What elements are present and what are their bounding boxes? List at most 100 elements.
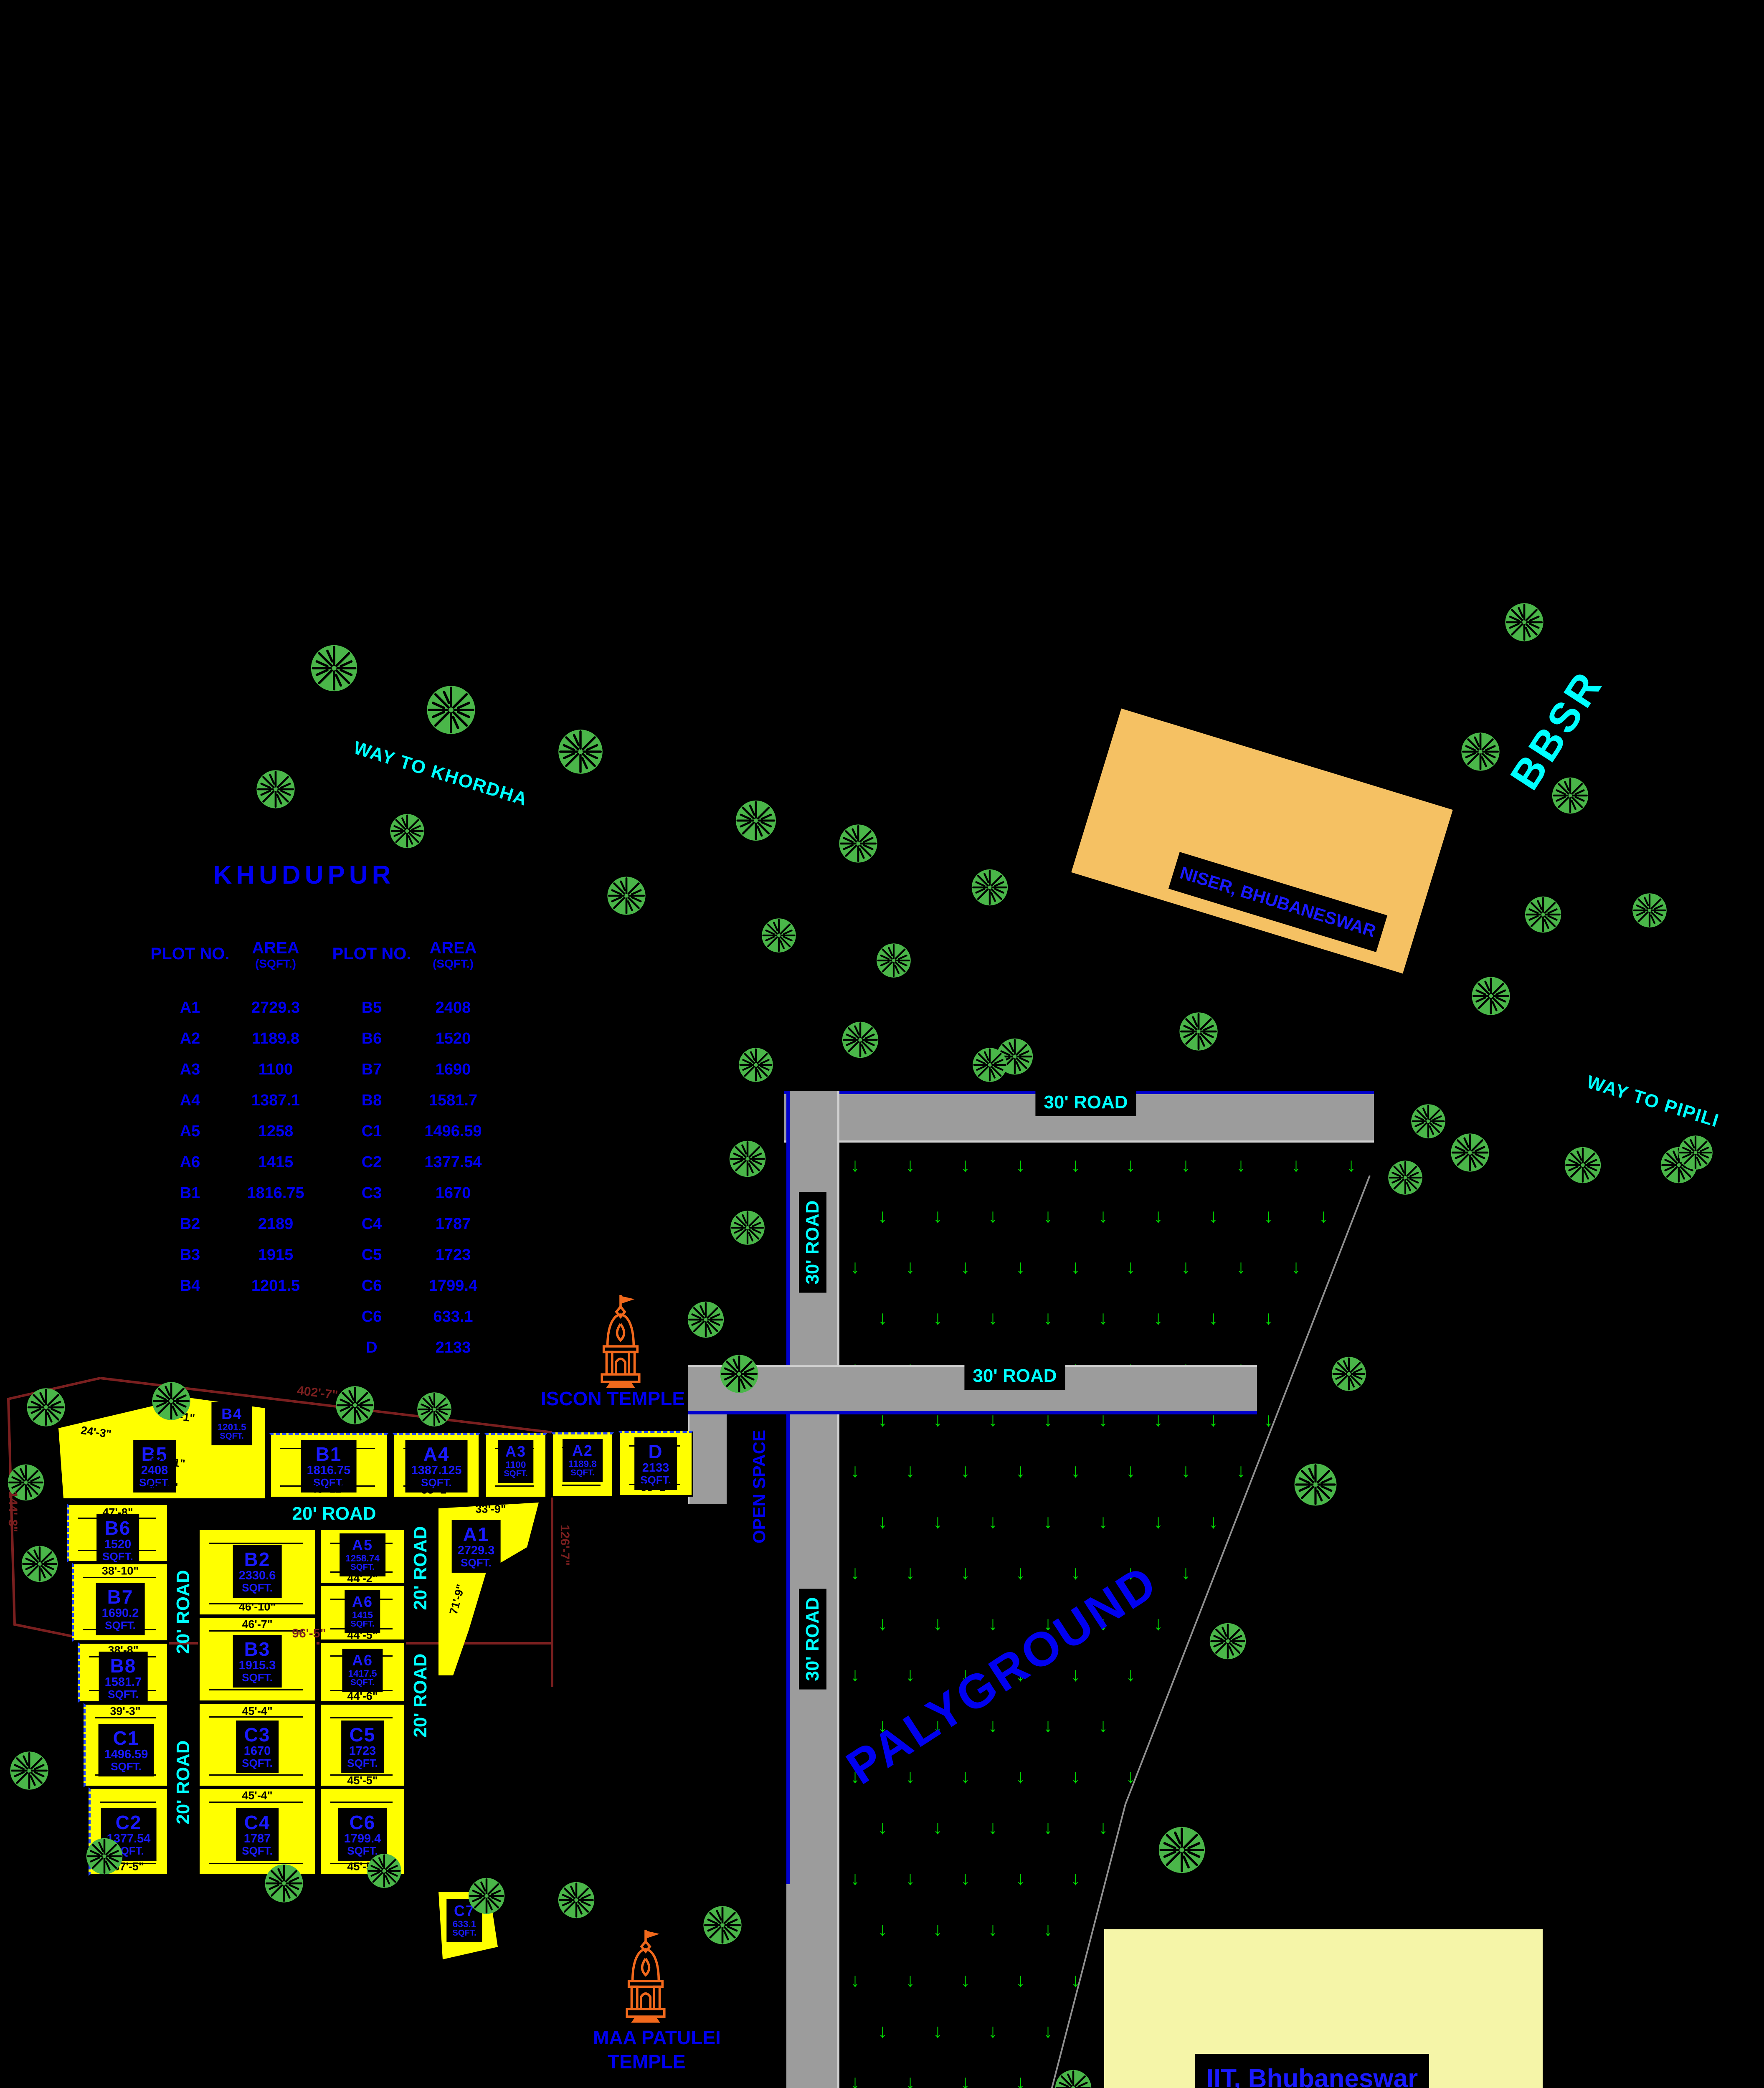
grass-mark: ↓ <box>1264 1307 1273 1328</box>
plot-area-value: 1100 <box>505 1459 526 1470</box>
plot-area-unit: SQFT. <box>350 1678 375 1688</box>
dimension-line <box>562 1485 601 1486</box>
plot-D <box>618 1431 693 1497</box>
grass-mark: ↓ <box>961 1969 970 1991</box>
grass-mark: ↓ <box>1071 1561 1080 1583</box>
plot-id: A6 <box>352 1594 373 1610</box>
grass-mark: ↓ <box>905 1663 915 1685</box>
grass-mark: ↓ <box>1043 1714 1053 1736</box>
grass-mark: ↓ <box>1291 1256 1301 1277</box>
grass-mark: ↓ <box>1071 1867 1080 1889</box>
plot-area-value: 1915.3 <box>238 1659 276 1672</box>
plot-area-unit: SQFT. <box>139 1476 170 1489</box>
dimension-line <box>209 1716 303 1718</box>
grass-mark: ↓ <box>905 1969 915 1991</box>
grass-mark: ↓ <box>850 1663 860 1685</box>
grass-mark: ↓ <box>1126 1561 1135 1583</box>
plot-area-value: 1201.5 <box>217 1422 246 1432</box>
plot-id: A5 <box>352 1537 373 1553</box>
dimension-line <box>209 1689 303 1690</box>
grass-mark: ↓ <box>961 1256 970 1277</box>
table-cell-area: 1387.1 <box>251 1092 300 1109</box>
plot-dimension-text: 58'-11" <box>44 1882 81 1895</box>
grass-mark: ↓ <box>1016 1765 1025 1787</box>
tree-icon <box>972 869 1008 905</box>
grass-mark: ↓ <box>1043 2020 1053 2042</box>
tree-icon <box>336 1386 374 1424</box>
grass-mark: ↓ <box>1016 1663 1025 1685</box>
plot-area-unit: SQFT. <box>347 1756 378 1769</box>
table-cell-plot-no: B7 <box>361 1061 382 1078</box>
tree-icon <box>739 1048 773 1082</box>
grass-mark: ↓ <box>1181 1460 1191 1481</box>
road-label: 30' ROAD <box>964 1362 1065 1390</box>
grass-mark: ↓ <box>933 1612 943 1634</box>
table-header-area-unit: (SQFT.) <box>433 957 474 970</box>
plot-id: D <box>648 1441 663 1462</box>
plot-area-unit: SQFT. <box>452 1928 476 1938</box>
plot-area-unit: SQFT. <box>347 1844 378 1857</box>
grass-mark: ↓ <box>1098 1816 1108 1838</box>
grass-mark: ↓ <box>850 1765 860 1787</box>
plot-id: B4 <box>221 1406 242 1422</box>
grass-mark: ↓ <box>850 1256 860 1277</box>
plot-area-unit: SQFT. <box>350 1619 375 1629</box>
table-header-area: AREA <box>429 939 477 957</box>
dimension-line <box>209 1543 303 1544</box>
grass-mark: ↓ <box>1016 1867 1025 1889</box>
grass-mark: ↓ <box>988 1409 998 1430</box>
grass-mark: ↓ <box>1181 1256 1191 1277</box>
tree-icon <box>265 1864 303 1902</box>
plot-dimension-text: 20'-7" <box>452 1961 483 1974</box>
plot-id: B6 <box>104 1517 131 1539</box>
grass-mark: ↓ <box>1126 1460 1135 1481</box>
grass-mark: ↓ <box>1071 1969 1080 1991</box>
page-title: KHUDUPUR <box>213 861 395 889</box>
tree-icon <box>427 686 475 734</box>
dimension-line <box>330 1774 393 1776</box>
grass-mark: ↓ <box>1126 1663 1135 1685</box>
grass-mark: ↓ <box>1098 1714 1108 1736</box>
plot-area-value: 2408 <box>141 1464 168 1477</box>
plot-area-value: 1417.5 <box>348 1668 377 1679</box>
grass-mark: ↓ <box>961 2071 970 2088</box>
grass-mark: ↓ <box>1236 1460 1246 1481</box>
grass-mark: ↓ <box>1043 1205 1053 1226</box>
table-cell-area: 1787 <box>435 1215 471 1233</box>
plot-area-unit: SQFT. <box>242 1756 273 1769</box>
tree-icon <box>152 1382 190 1420</box>
table-header-plot-no: PLOT NO. <box>150 945 230 963</box>
grass-mark: ↓ <box>961 1765 970 1787</box>
plot-dimension-text: 39'-3" <box>110 1705 141 1718</box>
boundary-dimension-text: 96'-5" <box>292 1627 326 1640</box>
plot-area-value: 1670 <box>243 1744 271 1758</box>
table-cell-plot-no: A3 <box>180 1061 200 1078</box>
tree-icon <box>367 1854 401 1888</box>
plot-area-value: 1816.75 <box>307 1464 351 1477</box>
tree-icon <box>1451 1133 1489 1171</box>
temple-icon <box>626 1929 666 2023</box>
grass-mark: ↓ <box>1126 1765 1135 1787</box>
tree-icon <box>1505 603 1543 641</box>
grass-mark: ↓ <box>1126 1154 1135 1176</box>
road-label: 30' ROAD <box>1035 1089 1136 1116</box>
table-cell-area: 1670 <box>435 1184 471 1202</box>
grass-mark: ↓ <box>933 1816 943 1838</box>
dimension-line <box>330 1717 393 1718</box>
plot-dimension-text: 52'-6" <box>147 1481 178 1494</box>
plot-area-unit: SQFT. <box>504 1469 528 1479</box>
dimension-line <box>100 1802 156 1803</box>
grass-mark: ↓ <box>1016 1256 1025 1277</box>
grass-mark: ↓ <box>1098 1409 1108 1430</box>
grass-mark: ↓ <box>1098 1510 1108 1532</box>
tree-icon <box>1159 1827 1205 1873</box>
grass-mark: ↓ <box>933 1307 943 1328</box>
